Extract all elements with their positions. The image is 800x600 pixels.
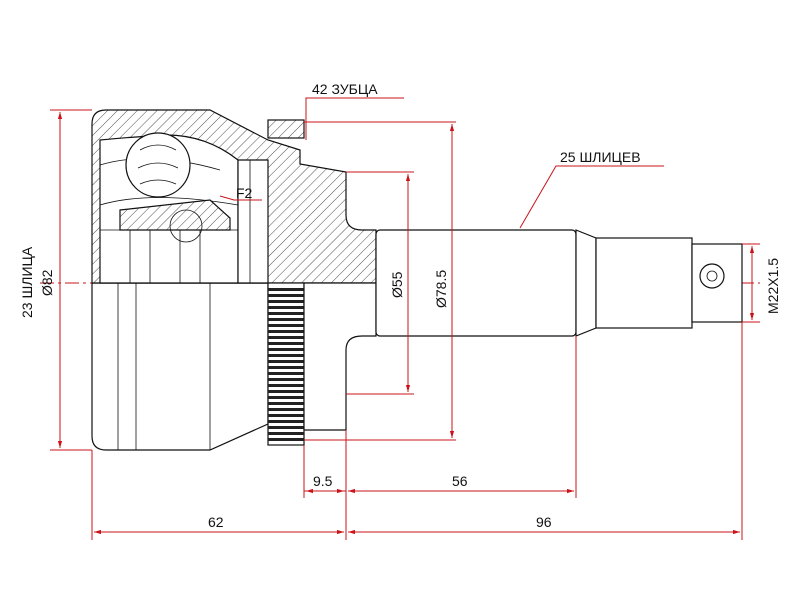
- abs-tooth: [268, 438, 304, 441]
- abs-tooth: [268, 390, 304, 393]
- outer-splines-label: 25 ШЛИЦЕВ: [560, 149, 641, 165]
- ball-icon: [125, 132, 191, 198]
- abs-tooth: [268, 366, 304, 369]
- dia785-label: Ø78.5: [433, 270, 449, 308]
- outer-diameter-label: Ø82: [39, 269, 55, 296]
- abs-tooth: [268, 426, 304, 429]
- stub-shaft: [303, 229, 743, 431]
- abs-tooth: [268, 420, 304, 423]
- abs-tooth: [268, 300, 304, 303]
- abs-tooth: [268, 378, 304, 381]
- abs-tooth: [268, 414, 304, 417]
- abs-tooth: [268, 348, 304, 351]
- abs-tooth: [268, 354, 304, 357]
- abs-tooth: [268, 384, 304, 387]
- dim-96-label: 96: [536, 514, 552, 530]
- dimensions: [50, 97, 760, 540]
- f2-label: F2: [236, 185, 253, 201]
- abs-tooth: [268, 288, 304, 291]
- abs-tooth: [268, 294, 304, 297]
- abs-tooth: [268, 318, 304, 321]
- dim-9-5-label: 9.5: [313, 473, 333, 489]
- joint-housing: [91, 109, 377, 451]
- abs-tooth: [268, 432, 304, 435]
- abs-tooth: [268, 330, 304, 333]
- abs-tooth: [268, 324, 304, 327]
- abs-tooth: [268, 408, 304, 411]
- dim-56-label: 56: [452, 473, 468, 489]
- dim-62-label: 62: [208, 514, 224, 530]
- cotter-hole-icon: [699, 263, 725, 289]
- inner-splines-label: 23 ШЛИЦА: [19, 246, 35, 318]
- abs-tooth: [268, 312, 304, 315]
- abs-tooth: [268, 396, 304, 399]
- dia55-label: Ø55: [389, 271, 405, 298]
- thread-label: M22X1.5: [765, 258, 781, 314]
- abs-tooth: [268, 342, 304, 345]
- abs-tooth: [268, 402, 304, 405]
- abs-tooth: [268, 372, 304, 375]
- abs-tooth: [268, 360, 304, 363]
- abs-tooth: [268, 336, 304, 339]
- teeth-label: 42 ЗУБЦА: [312, 81, 378, 97]
- abs-tooth: [268, 306, 304, 309]
